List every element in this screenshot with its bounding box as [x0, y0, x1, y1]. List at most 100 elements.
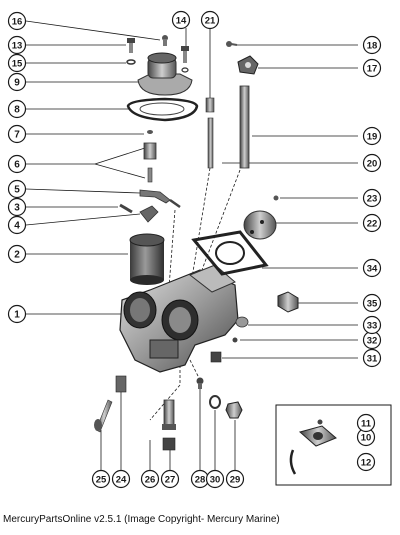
part-23-screw [273, 195, 279, 201]
part-24-spring [115, 375, 127, 393]
callout-number: 34 [367, 264, 378, 275]
part-16-screw [162, 35, 168, 46]
callout-number: 22 [367, 219, 378, 230]
callout-circle [7, 11, 27, 31]
callout-number: 7 [14, 130, 20, 141]
part-26-main-jet [162, 399, 176, 430]
callout-34: 34 [362, 258, 382, 278]
callout-circle [362, 258, 382, 278]
callout-number: 13 [12, 41, 23, 52]
inset-detail-box [275, 404, 392, 486]
callout-circle [362, 126, 382, 146]
callout-number: 16 [12, 17, 23, 28]
callout-17: 17 [362, 58, 382, 78]
callout-layer: 1234567891011121314151617181920212223242… [7, 10, 382, 489]
part-28-screw [196, 377, 204, 389]
callout-16: 16 [7, 11, 27, 31]
callout-number: 10 [361, 433, 372, 444]
callout-number: 26 [145, 475, 156, 486]
callout-27: 27 [160, 469, 180, 489]
callout-circle [200, 10, 220, 30]
callout-20: 20 [362, 153, 382, 173]
part-13-screw [127, 38, 135, 53]
callout-13: 13 [7, 35, 27, 55]
callout-number: 28 [195, 475, 206, 486]
callout-5: 5 [7, 179, 27, 199]
callout-circle [362, 188, 382, 208]
callout-circle [356, 413, 376, 433]
callout-circle [7, 35, 27, 55]
part-34-gasket [191, 230, 269, 276]
callout-23: 23 [362, 188, 382, 208]
callout-1: 1 [7, 304, 27, 324]
part-22-plate [243, 210, 277, 240]
callout-28: 28 [190, 469, 210, 489]
part-9-cover [137, 52, 193, 96]
callout-number: 33 [367, 321, 378, 332]
part-7-seat [147, 130, 153, 134]
callout-circle [7, 124, 27, 144]
callout-circle [7, 215, 27, 235]
callout-circle [205, 469, 225, 489]
callout-number: 2 [14, 250, 20, 261]
callout-number: 15 [12, 59, 23, 70]
callout-circle [7, 304, 27, 324]
callout-circle [171, 10, 191, 30]
part-30-washer [209, 395, 221, 409]
callout-25: 25 [91, 469, 111, 489]
part-6-needle-valve [143, 142, 157, 183]
part-14-screw [181, 46, 189, 73]
callout-circle [91, 469, 111, 489]
callout-circle [362, 58, 382, 78]
callout-26: 26 [140, 469, 160, 489]
callout-number: 9 [14, 78, 20, 89]
callout-circle [362, 293, 382, 313]
callout-33: 33 [362, 315, 382, 335]
callout-4: 4 [7, 215, 27, 235]
callout-number: 23 [367, 194, 378, 205]
part-1-carburetor-body [119, 264, 239, 373]
callout-number: 6 [14, 160, 20, 171]
callout-number: 5 [14, 185, 20, 196]
callout-18: 18 [362, 35, 382, 55]
callout-30: 30 [205, 469, 225, 489]
part-27-plug [162, 437, 176, 451]
callout-number: 4 [14, 221, 20, 232]
part-3-pin [119, 203, 133, 214]
callout-number: 32 [367, 336, 378, 347]
part-4-hinge [139, 198, 181, 223]
callout-15: 15 [7, 53, 27, 73]
callout-number: 35 [367, 299, 378, 310]
callout-circle [362, 153, 382, 173]
callout-number: 3 [14, 203, 20, 214]
callout-19: 19 [362, 126, 382, 146]
callout-8: 8 [7, 99, 27, 119]
callout-12: 12 [356, 452, 376, 472]
callout-number: 12 [361, 458, 372, 469]
callout-31: 31 [362, 348, 382, 368]
callout-2: 2 [7, 244, 27, 264]
part-8-gasket [126, 97, 199, 122]
callout-circle [362, 348, 382, 368]
callout-14: 14 [171, 10, 191, 30]
callout-number: 20 [367, 159, 378, 170]
part-33-washer [235, 316, 249, 328]
callout-number: 24 [116, 475, 127, 486]
callout-circle [140, 469, 160, 489]
image-caption: MercuryPartsOnline v2.5.1 (Image Copyrig… [3, 514, 280, 525]
callout-circle [7, 72, 27, 92]
callout-circle [225, 469, 245, 489]
callout-21: 21 [200, 10, 220, 30]
callout-3: 3 [7, 197, 27, 217]
callout-circle [7, 197, 27, 217]
callout-22: 22 [362, 213, 382, 233]
callout-circle [362, 35, 382, 55]
callout-35: 35 [362, 293, 382, 313]
callout-number: 27 [165, 475, 176, 486]
callout-number: 25 [96, 475, 107, 486]
callout-circle [111, 469, 131, 489]
callout-11: 11 [356, 413, 376, 433]
callout-circle [7, 179, 27, 199]
